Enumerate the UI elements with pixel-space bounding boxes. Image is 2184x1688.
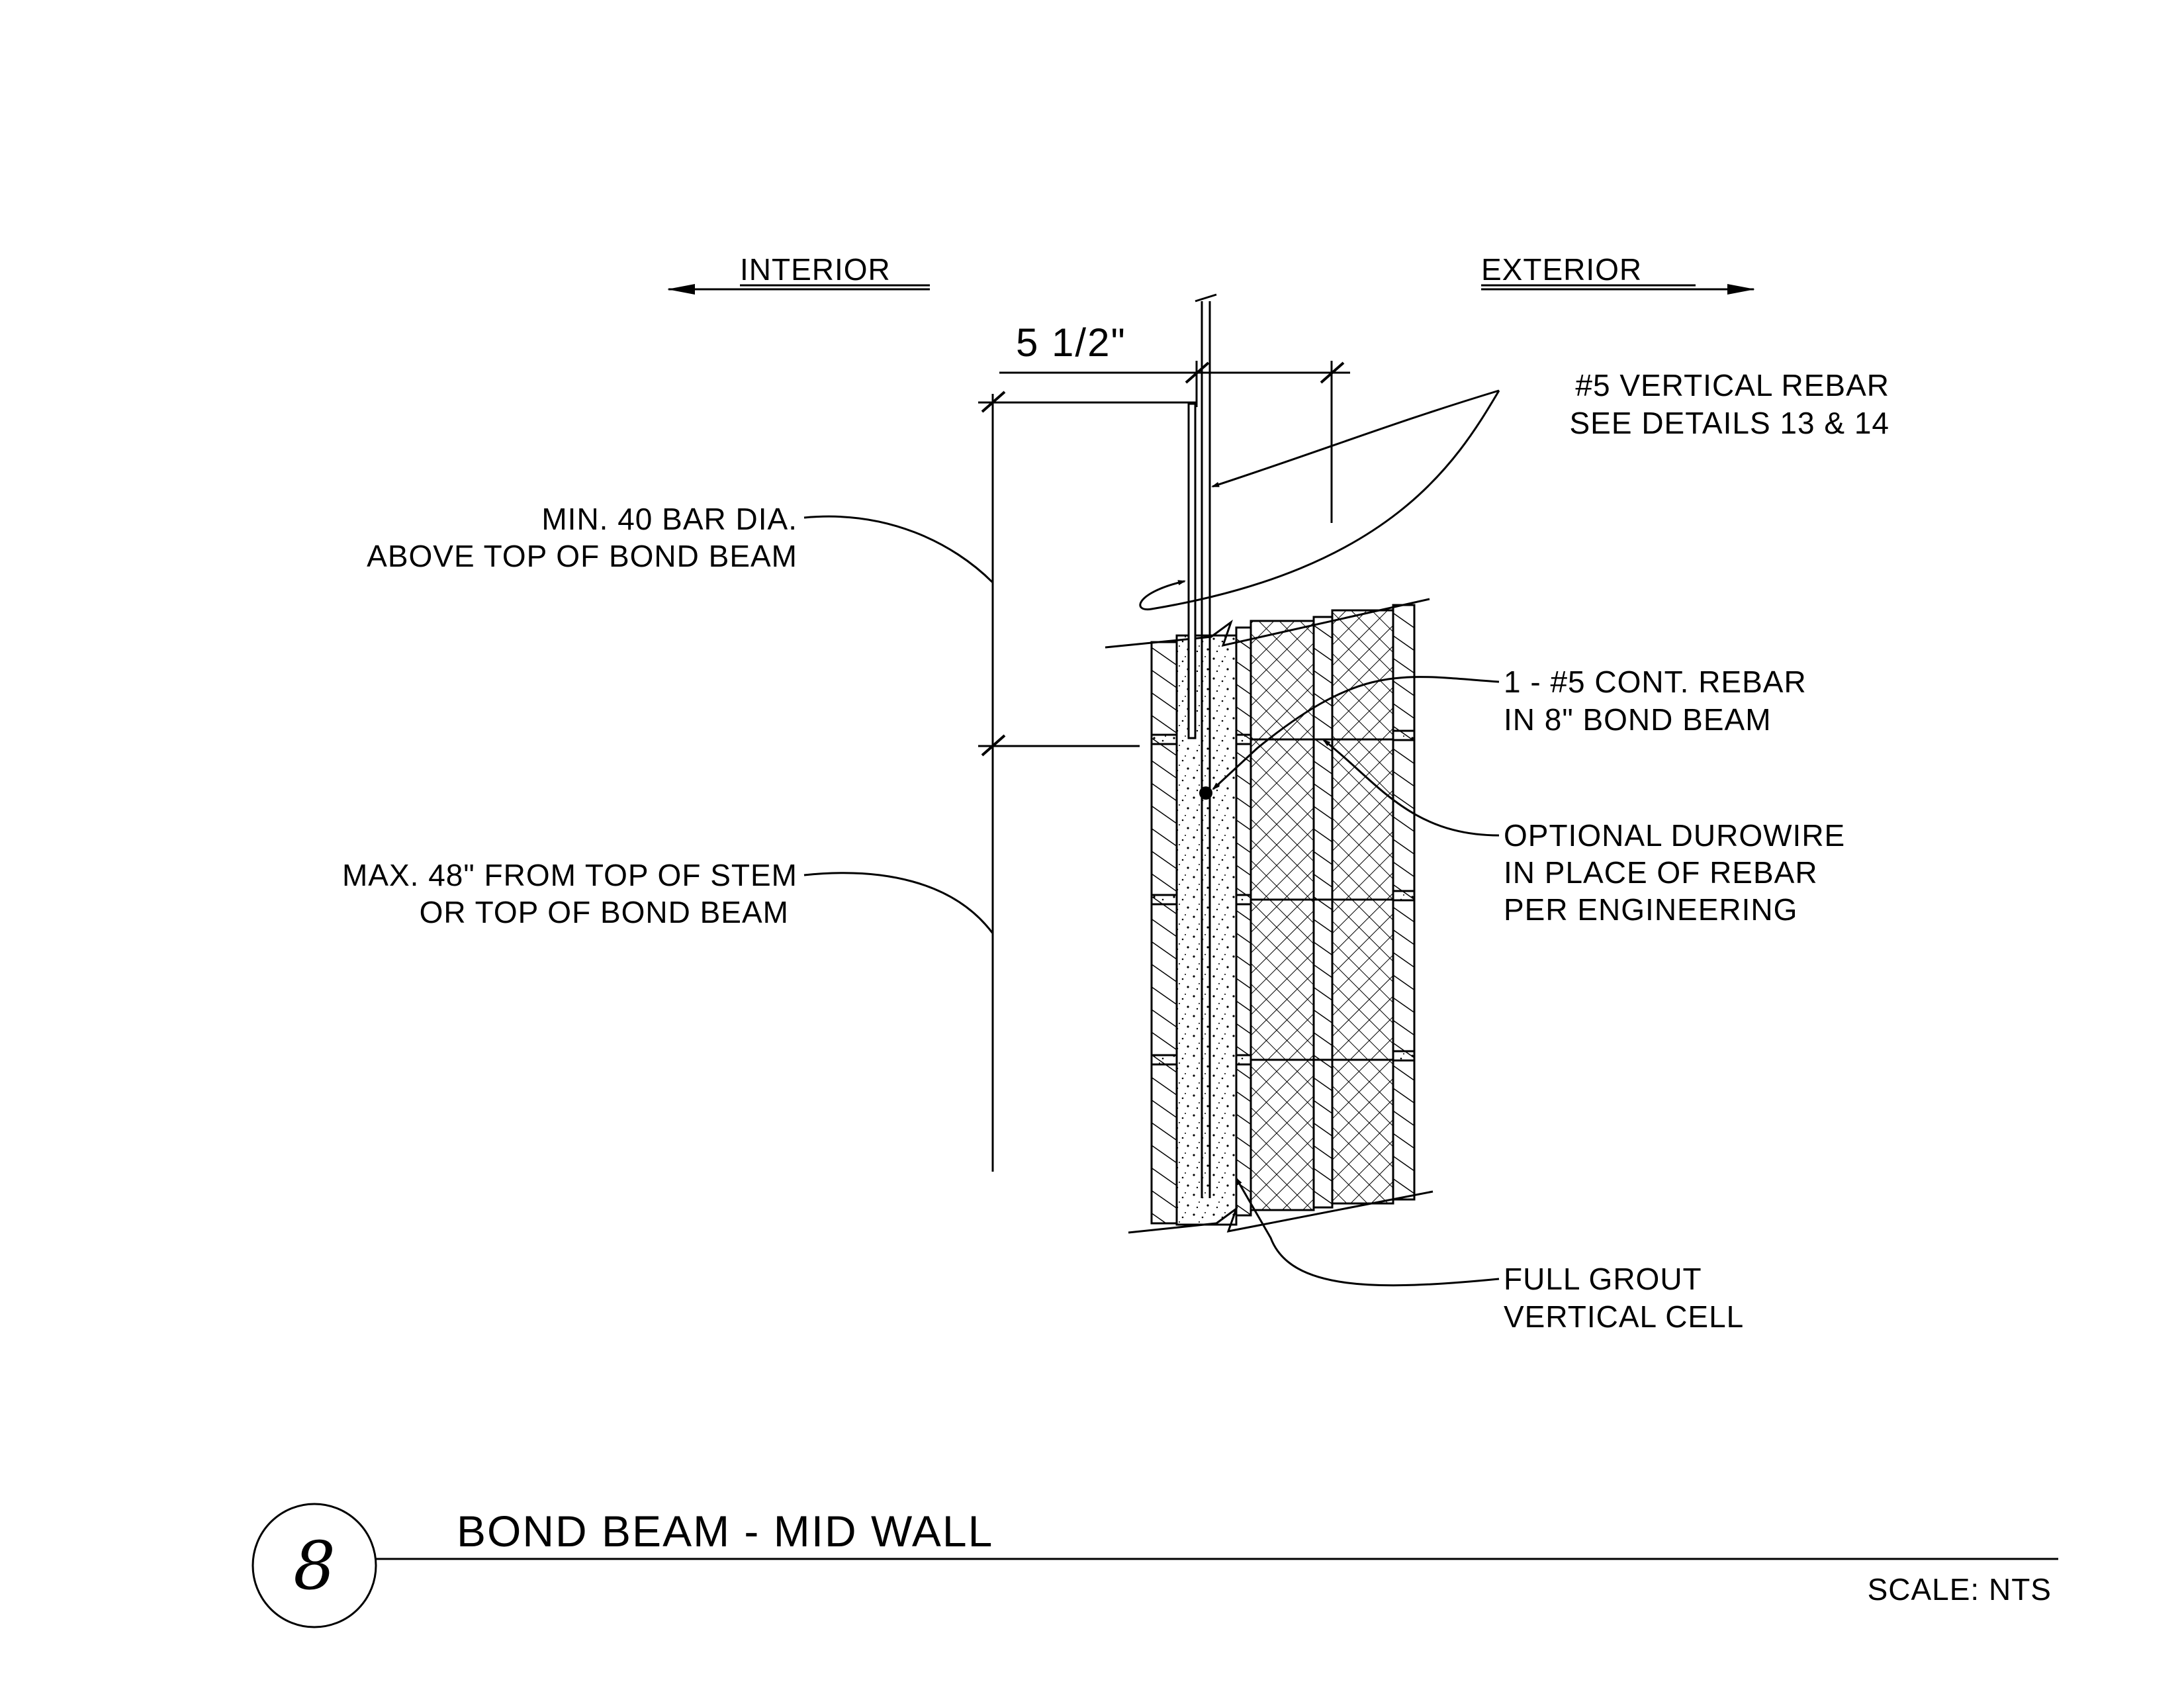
lap-length-leader	[803, 515, 994, 584]
interior-label: INTERIOR	[740, 252, 891, 287]
vertical-rebar-leader	[1139, 390, 1500, 611]
detail-title: BOND BEAM - MID WALL	[457, 1507, 993, 1556]
interior-arrow-head	[667, 284, 695, 295]
cont-rebar-note-line2: IN 8" BOND BEAM	[1504, 702, 1772, 737]
exterior-face-shell	[1392, 604, 1416, 1201]
vertical-rebar	[1187, 293, 1217, 1198]
grout-note-line2: VERTICAL CELL	[1504, 1299, 1744, 1334]
title-block: 8 BOND BEAM - MID WALL SCALE: NTS	[251, 1503, 2058, 1628]
durowire-note: OPTIONAL DUROWIRE IN PLACE OF REBAR PER …	[1504, 818, 1845, 927]
grout-leader	[1235, 1177, 1500, 1287]
masonry-wall	[1105, 598, 1433, 1234]
cont-rebar-note-line1: 1 - #5 CONT. REBAR	[1504, 665, 1807, 699]
durowire-note-line1: OPTIONAL DUROWIRE	[1504, 818, 1845, 853]
vertical-rebar-note-line2: SEE DETAILS 13 & 14	[1570, 406, 1890, 440]
mortar-joints	[1150, 729, 1416, 1066]
insulation-layer-2	[1331, 609, 1394, 1205]
cont-rebar-leader	[1212, 676, 1500, 790]
cont-rebar-dot	[1199, 786, 1212, 800]
vertical-rebar-note-line1: #5 VERTICAL REBAR	[1575, 368, 1889, 402]
vertical-rebar-note: #5 VERTICAL REBAR SEE DETAILS 13 & 14	[1570, 368, 1890, 440]
lap-length-note: MIN. 40 BAR DIA. ABOVE TOP OF BOND BEAM	[367, 502, 797, 573]
width-dimension-label: 5 1/2"	[1016, 320, 1126, 365]
spacing-leader	[803, 872, 994, 934]
grout-note: FULL GROUT VERTICAL CELL	[1504, 1262, 1744, 1334]
exterior-label: EXTERIOR	[1481, 252, 1642, 287]
durowire-leader	[1322, 739, 1500, 837]
detail-number-circle	[251, 1503, 377, 1628]
spacing-note-line2: OR TOP OF BOND BEAM	[420, 895, 789, 929]
interior-face-shell	[1150, 641, 1178, 1225]
leaders	[803, 389, 1500, 1287]
vertical-rebar-leader-2	[1211, 389, 1500, 488]
grouted-cell	[1175, 634, 1238, 1226]
top-break-line	[1105, 598, 1430, 649]
vertical-dimension	[978, 391, 1197, 1172]
grout-note-line1: FULL GROUT	[1504, 1262, 1702, 1296]
width-dimension: 5 1/2"	[999, 320, 1350, 523]
lap-length-note-line2: ABOVE TOP OF BOND BEAM	[367, 539, 797, 573]
scale-label: SCALE: NTS	[1868, 1572, 2052, 1607]
insulation-layer-1	[1250, 620, 1315, 1211]
durowire-note-line3: PER ENGINEERING	[1504, 892, 1797, 927]
exterior-direction: EXTERIOR	[1481, 252, 1755, 295]
bond-beam-spacing-note: MAX. 48" FROM TOP OF STEM OR TOP OF BOND…	[342, 858, 797, 929]
spacing-note-line1: MAX. 48" FROM TOP OF STEM	[342, 858, 797, 892]
detail-number: 8	[293, 1527, 336, 1605]
interior-direction: INTERIOR	[667, 252, 930, 295]
exterior-arrow-head	[1727, 284, 1755, 295]
bottom-break-line	[1128, 1190, 1433, 1234]
lap-length-note-line1: MIN. 40 BAR DIA.	[541, 502, 797, 536]
durowire-note-line2: IN PLACE OF REBAR	[1504, 855, 1818, 890]
cont-rebar-note: 1 - #5 CONT. REBAR IN 8" BOND BEAM	[1504, 665, 1807, 737]
